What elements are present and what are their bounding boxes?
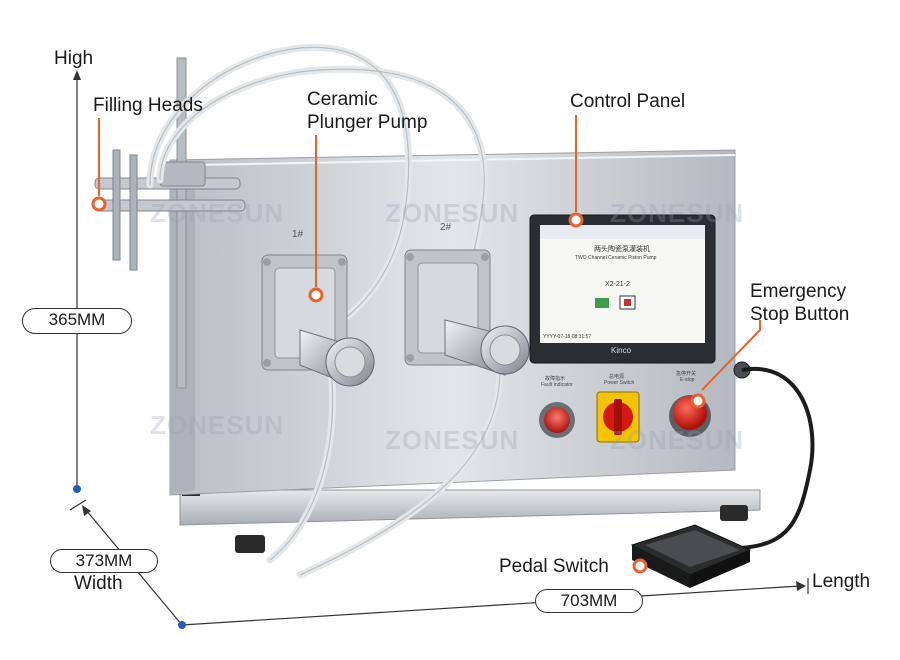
length-label: Length [812, 571, 871, 592]
width-label: Width [74, 573, 123, 594]
foot-front-left [235, 535, 265, 553]
pedal-switch [630, 524, 752, 588]
ceramic-label-line2: Plunger Pump [307, 112, 428, 133]
width-dimension: 373MM [50, 549, 158, 573]
indicator-label-en: Fault Indicator [541, 382, 573, 388]
pump-1-tag: 1# [292, 229, 304, 240]
estop-label-cn: 急停开关 [676, 371, 697, 377]
emergency-label-line1: Emergency [750, 281, 847, 302]
filling-nozzle-1 [112, 149, 121, 261]
watermark: ZONESUN [610, 425, 745, 455]
screen-title-cn: 两头陶瓷泵灌装机 [594, 246, 650, 253]
watermark: ZONESUN [610, 198, 745, 228]
watermark: ZONESUN [385, 198, 520, 228]
length-dimension: 703MM [535, 589, 643, 613]
watermark: ZONESUN [385, 425, 520, 455]
power-label-cn: 总电源 [609, 374, 625, 380]
pump-2-tag: 2# [440, 222, 452, 233]
emergency-label-line2: Stop Button [750, 304, 850, 325]
filling-heads-label: Filling Heads [93, 95, 203, 116]
length-axis [181, 585, 801, 626]
screen-title-en: TWO Channel Ceramic Piston Pump [575, 255, 657, 261]
pedal-cable [739, 366, 815, 550]
ceramic-label-line1: Ceramic [307, 89, 378, 110]
foot-front-right [720, 505, 748, 521]
watermark: ZONESUN [150, 198, 285, 228]
fault-indicator-lamp [544, 407, 570, 433]
ceramic-pump-2 [404, 249, 530, 376]
control-panel [529, 214, 716, 364]
power-label-en: Power Switch [604, 380, 635, 386]
high-label: High [54, 48, 94, 69]
filling-nozzle-2 [129, 154, 138, 271]
screen-footer: YYYY-07-18 08:31:57 [543, 334, 592, 340]
ceramic-pump-1 [261, 254, 375, 387]
estop-label-en: E-stop [680, 377, 695, 383]
height-axis-dot [73, 485, 81, 493]
screen-code: X2-21-2 [605, 281, 630, 288]
indicator-label-cn: 故障指示 [545, 376, 566, 382]
callout-dots [91, 196, 706, 574]
height-dimension: 365MM [22, 308, 132, 334]
origin-dot [178, 621, 186, 629]
pedal-switch-label: Pedal Switch [499, 556, 609, 577]
hmi-brand: Kinco [611, 346, 632, 355]
filling-column [176, 57, 187, 389]
watermark: ZONESUN [150, 410, 285, 440]
callout-lines [98, 115, 761, 567]
filling-clamp [159, 161, 206, 187]
base-plate [179, 489, 761, 526]
control-panel-label: Control Panel [570, 91, 686, 112]
